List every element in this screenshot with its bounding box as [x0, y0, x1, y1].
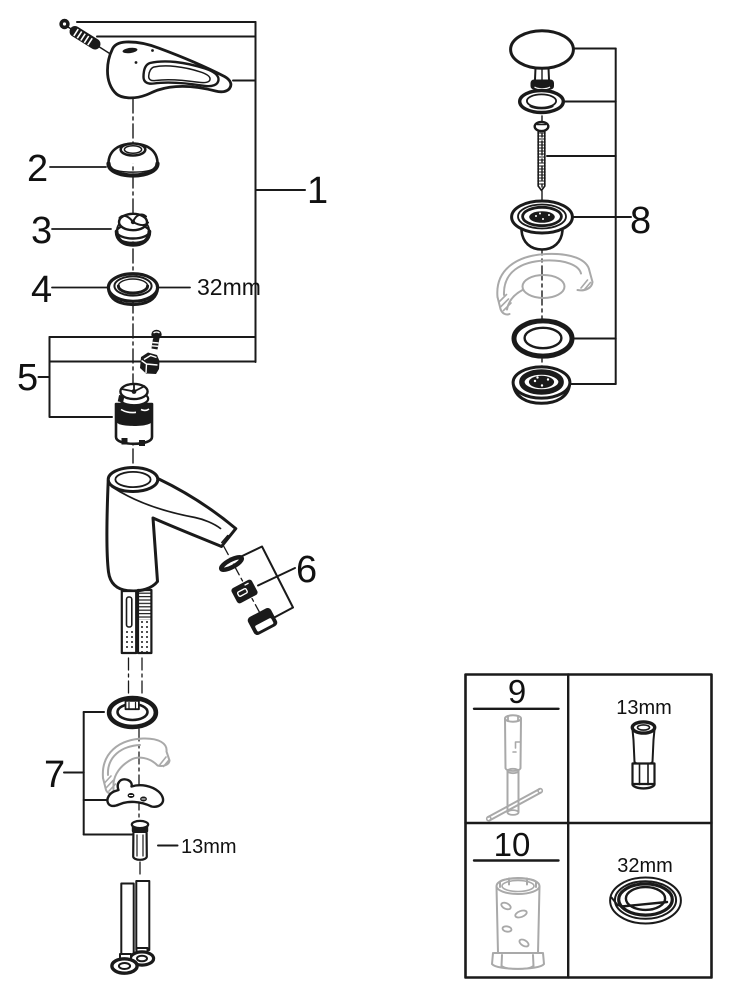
mounting-stud [130, 819, 150, 861]
callout-1: 1 [307, 170, 328, 212]
callout-4: 4 [31, 269, 52, 311]
supply-hoses [110, 880, 156, 975]
lever-handle [106, 40, 233, 100]
callout-6: 6 [296, 549, 317, 591]
handle-cap [106, 142, 160, 178]
tool-9-wrench [485, 714, 544, 822]
callout-8: 8 [630, 200, 651, 242]
faucet-body [105, 466, 238, 593]
drain-top-ring [518, 88, 566, 115]
callout-10: 10 [494, 826, 531, 863]
cartridge-cap [114, 212, 152, 247]
drain-plug [509, 29, 575, 90]
callout-9: 9 [508, 673, 526, 710]
tool-10-socket [491, 877, 545, 970]
basin-ghost-left [101, 737, 171, 795]
basin-ghost-right [496, 252, 594, 316]
aerator-restrictor [218, 554, 245, 573]
aerator-housing [247, 607, 278, 636]
bracket-7 [63, 711, 133, 836]
bracket-5 [37, 336, 113, 418]
supply-stub-tubes [120, 588, 153, 655]
callout-2: 2 [27, 148, 48, 190]
drain-flange [510, 199, 574, 251]
callout-3: 3 [31, 210, 52, 252]
cartridge-ring-nut [106, 272, 160, 307]
drain-screw [533, 120, 550, 192]
table-size-13mm: 13mm [616, 697, 672, 719]
bracket-6 [236, 545, 296, 620]
aerator-insert [231, 579, 258, 604]
ring-32mm [609, 876, 682, 925]
oring-gasket [106, 695, 159, 730]
mounting-nut-small [140, 352, 160, 374]
table-size-32mm: 32mm [617, 855, 673, 877]
socket-13mm [630, 720, 657, 790]
tool-table [464, 673, 713, 979]
handle-screw [59, 18, 101, 50]
cartridge [114, 382, 154, 446]
callout-7: 7 [44, 754, 65, 796]
dimension-13mm-stud: 13mm [181, 836, 237, 858]
dimension-32mm-ring-nut: 32mm [197, 274, 261, 300]
drain-gasket [511, 318, 575, 359]
mounting-screw-small [151, 329, 162, 350]
callout-5: 5 [17, 357, 38, 399]
clamp-washer [106, 778, 165, 808]
bracket-8 [546, 47, 632, 385]
drain-locknut [511, 365, 572, 405]
